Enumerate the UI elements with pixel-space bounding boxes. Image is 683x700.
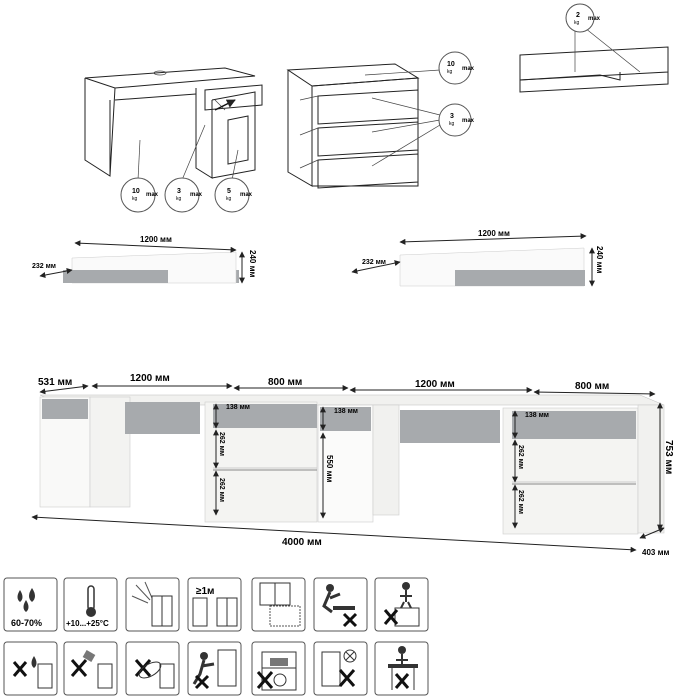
dresser-w2-val: 3: [450, 113, 454, 120]
dresser-w2-unit: kg: [449, 121, 455, 127]
humidity-icon: [3, 577, 58, 632]
care-icons-row-1: 60-70% +10...+25°C ≥1м: [3, 577, 429, 632]
weight-badge-icon: [565, 3, 595, 33]
dresser-w1-val: 10: [447, 61, 455, 68]
dresser-w1-label: max: [462, 66, 475, 72]
no-sitting-on-table-icon: [374, 641, 429, 696]
desk-w1-label: max: [146, 192, 159, 198]
dresser-drawing: 10 kg max 3 kg max: [286, 51, 475, 189]
d2-mid: 262 мм: [517, 445, 524, 469]
dresser-w1-unit: kg: [447, 69, 453, 75]
desk-w3-label: max: [240, 192, 253, 198]
desk-w3-val: 5: [227, 188, 231, 195]
desk-w3-unit: kg: [226, 196, 232, 202]
d2-low: 262 мм: [517, 490, 524, 514]
shelf-w-val: 2: [576, 12, 580, 19]
weight-badge-icon: [164, 177, 200, 213]
humidity-text: 60-70%: [11, 618, 42, 628]
total-width: 4000 мм: [282, 537, 322, 548]
temperature-icon: [63, 577, 118, 632]
no-climbing-desk-icon: [313, 577, 368, 632]
desk-w1-val: 10: [132, 188, 140, 195]
d1-low: 262 мм: [218, 478, 225, 502]
width-desk-2: 1200 мм: [415, 379, 455, 390]
weight-badge-icon: [214, 177, 250, 213]
d2-top: 138 мм: [525, 412, 549, 419]
width-desk-1: 1200 мм: [130, 373, 170, 384]
shelf2-depth: 232 мм: [362, 259, 386, 266]
temperature-text: +10...+25°C: [66, 619, 109, 628]
shelf-dimension-2: 1200 мм 240 мм 232 мм: [351, 229, 604, 287]
no-heavy-object-icon: [125, 641, 180, 696]
heater-distance-icon: [187, 577, 242, 632]
depth: 403 мм: [642, 548, 669, 557]
weight-badge-icon: [438, 51, 472, 85]
shelf1-width: 1200 мм: [140, 235, 172, 244]
no-water-icon: [3, 641, 58, 696]
desk-weight-badges: 10 kg max 3 kg max 5 kg max: [120, 124, 253, 213]
width-dresser-2: 800 мм: [575, 381, 609, 392]
no-standing-on-dresser-icon: [374, 577, 429, 632]
d1-mid: 262 мм: [218, 432, 225, 456]
desk-w2-unit: kg: [176, 196, 182, 202]
shelf-w-label: max: [588, 16, 601, 22]
width-dresser-1: 800 мм: [268, 377, 302, 388]
distance-text: ≥1м: [196, 586, 214, 597]
wall-shelf-drawing: 2 kg max: [519, 3, 669, 93]
dresser-w2-label: max: [462, 118, 475, 124]
width-pedestal: 531 мм: [38, 377, 72, 388]
main-layout: 531 мм 1200 мм 800 мм 1200 мм 800 мм 138…: [31, 373, 674, 557]
shelf1-depth: 232 мм: [32, 263, 56, 270]
shelf2-width: 1200 мм: [478, 229, 510, 238]
weight-badge-icon: [120, 177, 156, 213]
door-height: 550 мм: [325, 455, 334, 482]
shelf2-height: 240 мм: [595, 246, 604, 273]
d1-top: 138 мм: [226, 404, 250, 411]
no-abrasive-icon: [63, 641, 118, 696]
shelf-w-unit: kg: [574, 20, 580, 26]
desk-drawing: [84, 67, 263, 179]
shelf-dimension-1: 1200 мм 240 мм 232 мм: [32, 235, 257, 284]
overall-height: 753 мм: [663, 440, 674, 474]
desk-w2-label: max: [190, 192, 203, 198]
desk-w2-val: 3: [177, 188, 181, 195]
desk-w1-unit: kg: [132, 196, 138, 202]
door-top: 138 мм: [334, 408, 358, 415]
shelf1-height: 240 мм: [248, 250, 257, 277]
weight-badge-icon: [438, 103, 472, 137]
care-icons-row-2: [3, 641, 429, 696]
